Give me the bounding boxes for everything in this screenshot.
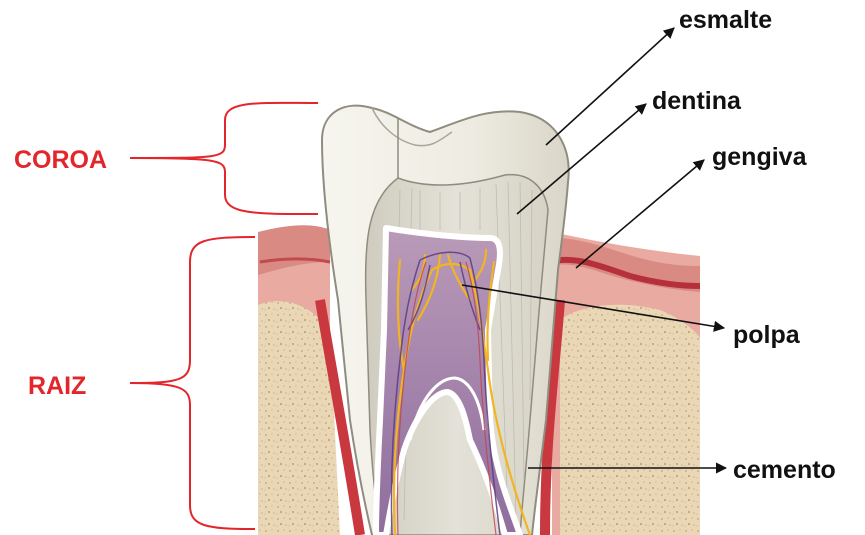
crown-label: COROA — [14, 146, 107, 174]
cementum-label: cemento — [733, 456, 836, 484]
pulp-label: polpa — [733, 321, 801, 349]
root-label: RAIZ — [28, 372, 86, 400]
enamel-label: esmalte — [679, 6, 772, 34]
root-bracket — [130, 237, 255, 529]
crown-bracket — [130, 103, 318, 214]
dentin-label: dentina — [652, 87, 742, 115]
gum-label: gengiva — [712, 143, 808, 171]
